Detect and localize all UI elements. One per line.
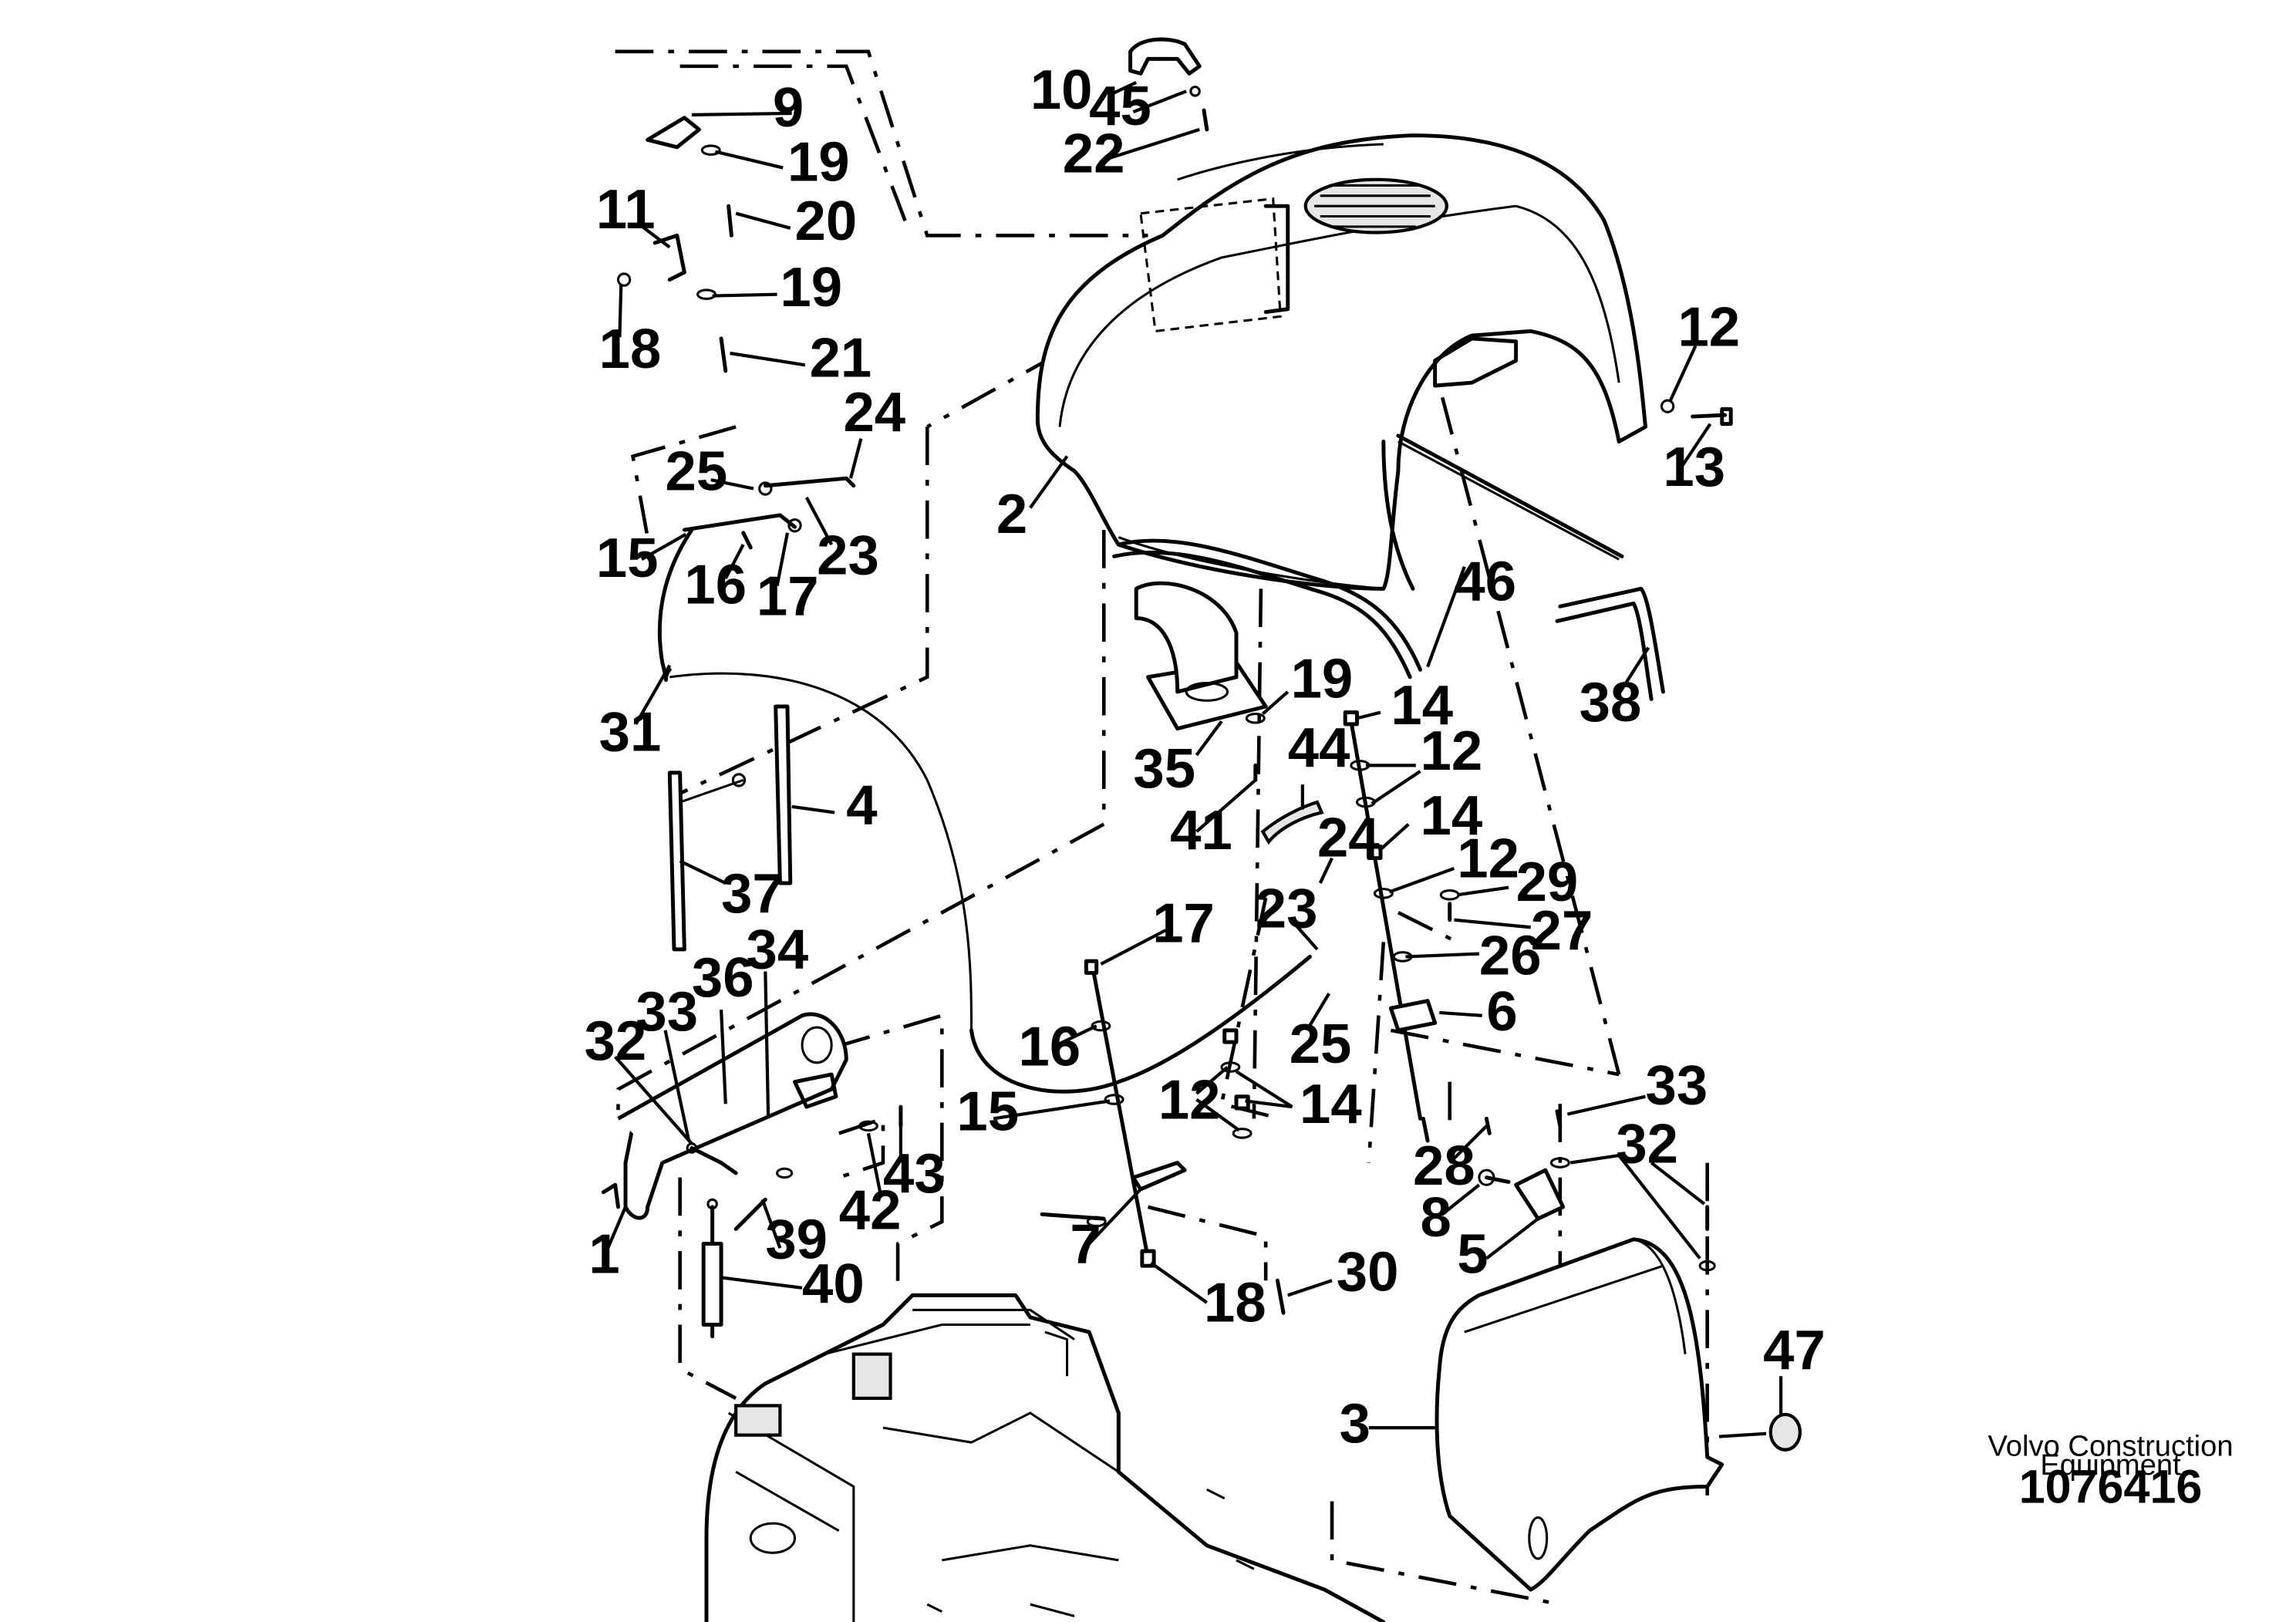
brand-line-1: Volvo Construction	[1988, 1429, 2233, 1462]
callout-19-b: 19	[780, 256, 842, 319]
callout-labels: 1 2 3 4 5 6 7 8 9 10 11 12 12 12 12 13 1…	[585, 59, 1826, 1455]
callout-35: 35	[1133, 737, 1195, 800]
callout-1: 1	[588, 1223, 619, 1286]
callout-20: 20	[795, 190, 858, 252]
callout-3: 3	[1340, 1392, 1371, 1455]
document-footer: Volvo Construction Equipment 1076416	[1988, 1429, 2233, 1512]
callout-34: 34	[747, 919, 809, 981]
callout-26: 26	[1479, 924, 1542, 986]
assembly-lines	[615, 49, 1709, 1607]
callout-32-right: 32	[1616, 1113, 1678, 1175]
callout-12-rod-a: 12	[1421, 720, 1483, 782]
callout-19-a: 19	[787, 131, 850, 194]
callout-27: 27	[1531, 899, 1593, 962]
callout-30: 30	[1337, 1241, 1399, 1303]
callout-4: 4	[846, 774, 877, 837]
callout-23-lower: 23	[1256, 877, 1318, 939]
callout-13: 13	[1663, 436, 1725, 498]
latch-lower	[1040, 959, 1286, 1315]
callout-12-lower: 12	[1158, 1068, 1221, 1131]
callout-2: 2	[996, 483, 1027, 545]
side-panel	[1435, 1237, 1725, 1592]
callout-14-b: 14	[1421, 784, 1483, 847]
callout-28: 28	[1413, 1135, 1475, 1197]
callout-5: 5	[1457, 1223, 1488, 1286]
latch-rod-assembly	[1260, 710, 1492, 1143]
callout-8: 8	[1421, 1186, 1451, 1249]
callout-40: 40	[802, 1253, 865, 1315]
engine-hood	[1035, 133, 1647, 591]
callout-25-lower: 25	[1290, 1013, 1352, 1075]
callout-19-c: 19	[1291, 648, 1354, 710]
callout-33-right: 33	[1646, 1054, 1708, 1116]
gas-strut	[701, 1198, 723, 1339]
document-number: 1076416	[2019, 1460, 2203, 1512]
callout-41: 41	[1170, 799, 1232, 862]
callout-23-upper: 23	[817, 524, 879, 586]
seal-ring	[1768, 1412, 1802, 1452]
callout-24-lower: 24	[1317, 807, 1380, 869]
callout-15-lower: 15	[956, 1081, 1019, 1143]
callout-39: 39	[765, 1209, 828, 1271]
hinge-bolt	[1660, 399, 1733, 427]
hood-seals	[1112, 538, 1665, 701]
callout-33-left: 33	[636, 980, 698, 1043]
callout-45: 45	[1089, 75, 1151, 137]
callout-31: 31	[599, 700, 662, 763]
callout-14-a: 14	[1391, 674, 1453, 737]
latch-bracket-lower	[1478, 1109, 1716, 1272]
callout-6: 6	[1486, 980, 1517, 1043]
callout-37: 37	[721, 862, 784, 925]
release-cable	[657, 528, 1312, 1094]
air-intake-elbow	[1134, 581, 1268, 731]
machine-frame	[704, 1293, 1386, 1622]
hood-handle	[1128, 37, 1209, 132]
callout-15-upper: 15	[596, 527, 659, 589]
misc-fasteners	[686, 713, 1266, 1231]
callout-38: 38	[1580, 671, 1642, 733]
callout-21: 21	[810, 327, 872, 389]
callout-36: 36	[692, 946, 754, 1009]
callout-32-left: 32	[585, 1010, 647, 1072]
callout-47: 47	[1763, 1319, 1826, 1381]
channel-strips	[667, 704, 793, 952]
brand-line-2: Equipment	[2040, 1448, 2181, 1482]
callout-18-upper: 18	[599, 318, 662, 380]
callout-46: 46	[1454, 551, 1516, 613]
leader-lines	[602, 80, 1783, 1438]
callout-22: 22	[1063, 122, 1125, 184]
callout-12-hinge: 12	[1677, 295, 1740, 358]
callout-24-upper: 24	[843, 381, 905, 443]
callout-7: 7	[1070, 1212, 1101, 1275]
latch-hardware-upper	[616, 116, 856, 550]
callout-17-lower: 17	[1152, 892, 1215, 954]
callout-16-lower: 16	[1019, 1016, 1081, 1078]
callout-42: 42	[839, 1179, 902, 1241]
callout-43: 43	[883, 1142, 946, 1205]
callout-17-upper: 17	[757, 565, 819, 628]
callout-10: 10	[1030, 59, 1093, 121]
callout-9: 9	[773, 76, 804, 139]
callout-25-upper: 25	[666, 440, 728, 502]
callout-16-upper: 16	[684, 553, 747, 615]
callout-44: 44	[1288, 717, 1350, 779]
callout-18-lower: 18	[1204, 1272, 1266, 1334]
callout-14-lower: 14	[1300, 1073, 1362, 1135]
callout-12-rod-b: 12	[1457, 827, 1519, 889]
callout-11: 11	[596, 178, 656, 241]
callout-29: 29	[1516, 851, 1579, 913]
